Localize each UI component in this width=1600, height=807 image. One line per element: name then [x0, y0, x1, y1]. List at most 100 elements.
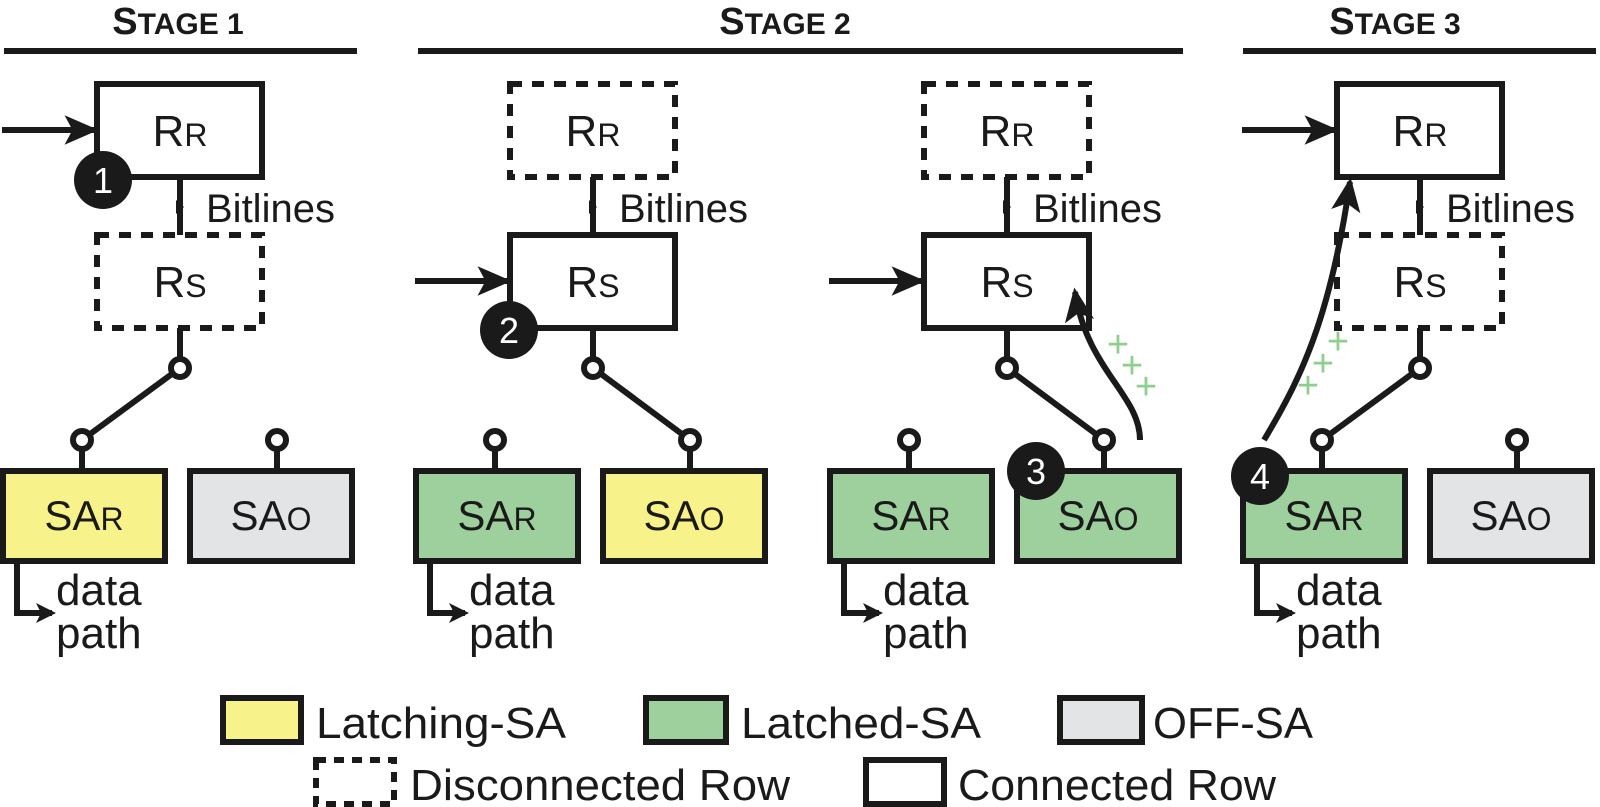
legend-item-disconnected-row: Disconnected Row	[313, 757, 790, 807]
switch-terminal-left	[897, 428, 921, 452]
legend-item-latched: Latched-SA	[643, 695, 982, 748]
row-r-label-sub: R	[1424, 117, 1447, 153]
switch-terminal-left	[70, 428, 94, 452]
switch-lever	[591, 365, 692, 443]
row-r: RR	[921, 81, 1092, 180]
svg-text:STAGE 2: STAGE 2	[719, 1, 851, 43]
sense-amp-r: SAR	[0, 468, 168, 564]
step-badge-circle	[74, 151, 132, 209]
switch-terminal-left	[483, 428, 507, 452]
sense-amp-o: SAO	[187, 468, 355, 564]
legend-label-connected-row: Connected Row	[958, 761, 1276, 807]
row-r-label: RR	[980, 107, 1035, 156]
sense-amp-o-label-sub: O	[287, 501, 312, 537]
stage-3-title-initial: S	[1329, 1, 1354, 43]
data-path-label-line2: path	[1296, 609, 1382, 658]
stage-header-3: STAGE 3	[1243, 1, 1596, 54]
sense-amp-o-label-sub: O	[1114, 501, 1139, 537]
sense-amp-o-label: SAO	[231, 492, 312, 539]
sense-amp-r-label-main: SA	[871, 492, 927, 539]
data-path-label-line1: data	[56, 566, 142, 615]
sense-amp-o-label: SAO	[1471, 492, 1552, 539]
legend-label-off: OFF-SA	[1153, 699, 1314, 748]
sense-amp-o-label: SAO	[1058, 492, 1139, 539]
sense-amp-o: SAO	[1427, 468, 1595, 564]
sense-amp-o: SAO	[600, 468, 768, 564]
row-r: RR	[1334, 81, 1505, 180]
sense-amp-r-label: SAR	[1284, 492, 1363, 539]
row-r-label: RR	[153, 107, 208, 156]
row-s-label-main: R	[1393, 258, 1425, 307]
sense-amp-r-box	[0, 468, 168, 564]
data-path-label-line2: path	[469, 609, 555, 658]
row-s-label: RS	[1393, 258, 1446, 307]
step-badge-number: 1	[93, 160, 113, 201]
switch-pivot	[1408, 356, 1432, 380]
sense-amp-r-label-sub: R	[927, 501, 950, 537]
data-path-label-line1: data	[469, 566, 555, 615]
row-r-label-main: R	[1393, 107, 1425, 156]
step-badge-circle	[1007, 442, 1065, 500]
stage-3-title-rest: TAGE 3	[1355, 8, 1461, 41]
bitline-break-icon	[1003, 200, 1011, 214]
sense-amp-o-label: SAO	[644, 492, 725, 539]
stage-header-2: STAGE 2	[418, 1, 1183, 54]
sense-amp-r: SAR	[827, 468, 995, 564]
step-badge-number: 2	[499, 310, 519, 351]
stage-2-title-rest: TAGE 2	[745, 8, 851, 41]
sense-amp-r-label: SAR	[457, 492, 536, 539]
charge-plus-icon: +	[1297, 365, 1319, 407]
data-path-label-line2: path	[56, 609, 142, 658]
data-path-arrow-icon	[14, 564, 56, 623]
row-s-label-sub: S	[185, 268, 206, 304]
row-r-label: RR	[566, 107, 621, 156]
row-r-label-sub: R	[184, 117, 207, 153]
sense-amp-o-box	[187, 468, 355, 564]
sense-amp-r-label-sub: R	[513, 501, 536, 537]
data-path-label-line2: path	[883, 609, 969, 658]
data-path-arrow-icon	[841, 564, 883, 623]
bitline-break-icon	[589, 200, 597, 214]
legend: Latching-SA Latched-SA OFF-SA Disconnect…	[220, 695, 1314, 807]
row-r-label-sub: R	[1011, 117, 1034, 153]
switch-terminal-right	[265, 428, 289, 452]
legend-swatch-connected-row	[863, 757, 947, 807]
bitlines-label: Bitlines	[206, 187, 335, 231]
legend-swatch-disconnected-row	[313, 757, 397, 807]
sense-amp-o-label-main: SA	[1471, 492, 1527, 539]
svg-text:STAGE 3: STAGE 3	[1329, 1, 1461, 43]
row-s-label: RS	[980, 258, 1033, 307]
switch-terminal-right	[678, 428, 702, 452]
step-badge-1: 1	[74, 151, 132, 209]
row-s: RS	[94, 232, 265, 331]
switch-pivot	[168, 356, 192, 380]
sense-amp-r-label-main: SA	[44, 492, 100, 539]
sense-amp-o-label-main: SA	[231, 492, 287, 539]
row-s: RS	[1334, 232, 1505, 331]
step-badge-number: 3	[1026, 451, 1046, 492]
sense-amp-r-label-sub: R	[1340, 501, 1363, 537]
bitlines-label: Bitlines	[1446, 187, 1575, 231]
sense-amp-r-box	[827, 468, 995, 564]
legend-label-latching: Latching-SA	[316, 699, 567, 748]
step-badge-2: 2	[480, 301, 538, 359]
switch-lever	[1005, 365, 1106, 443]
stage-1-title-initial: S	[112, 1, 137, 43]
switch-lever	[1320, 365, 1422, 443]
sense-amp-r-label-main: SA	[457, 492, 513, 539]
bitlines-label: Bitlines	[1033, 187, 1162, 231]
step-badge-number: 4	[1250, 456, 1270, 497]
charge-plus-icon: +	[1121, 345, 1143, 387]
row-s-label-main: R	[153, 258, 185, 307]
sense-amp-r-box	[413, 468, 581, 564]
legend-item-latching: Latching-SA	[220, 695, 567, 748]
charge-plus-icon: +	[1135, 366, 1157, 408]
row-s-label-main: R	[980, 258, 1012, 307]
row-s-label: RS	[153, 258, 206, 307]
row-r: RR	[507, 81, 678, 180]
row-r-label-main: R	[980, 107, 1012, 156]
row-s: RS	[921, 232, 1092, 331]
sense-amp-r-label: SAR	[44, 492, 123, 539]
